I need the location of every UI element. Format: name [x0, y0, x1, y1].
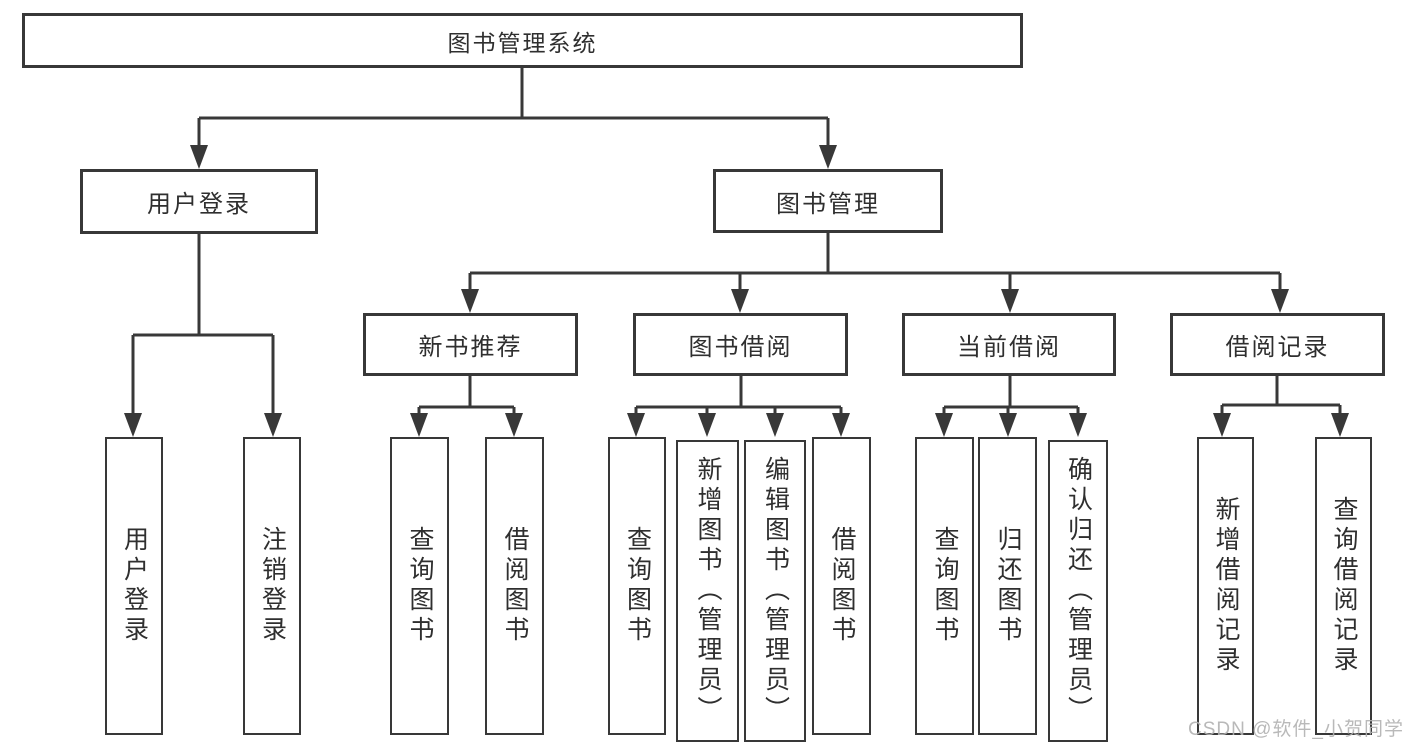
node-leaf-confirm-return-admin: 确认归还（管理员） — [1048, 440, 1108, 742]
node-leaf-add-borrow-record: 新增借阅记录 — [1197, 437, 1254, 735]
node-borrowing-records: 借阅记录 — [1170, 313, 1385, 376]
node-new-book-recommendation: 新书推荐 — [363, 313, 578, 376]
node-current-borrowing: 当前借阅 — [902, 313, 1116, 376]
node-leaf-edit-books-admin: 编辑图书（管理员） — [744, 440, 806, 742]
node-leaf-query-books-recommend: 查询图书 — [390, 437, 449, 735]
node-leaf-query-borrow-record: 查询借阅记录 — [1315, 437, 1372, 735]
node-leaf-query-books-borrowing: 查询图书 — [608, 437, 666, 735]
node-leaf-logout: 注销登录 — [243, 437, 301, 735]
node-library-management-system: 图书管理系统 — [22, 13, 1023, 68]
node-leaf-borrow-books-borrowing: 借阅图书 — [812, 437, 871, 735]
node-leaf-query-books-current: 查询图书 — [915, 437, 974, 735]
node-book-borrowing: 图书借阅 — [633, 313, 848, 376]
node-book-management: 图书管理 — [713, 169, 943, 233]
node-user-login: 用户登录 — [80, 169, 318, 234]
node-leaf-user-login: 用户登录 — [105, 437, 163, 735]
csdn-watermark: CSDN @软件_小贺同学 — [1188, 719, 1404, 740]
node-leaf-borrow-books-recommend: 借阅图书 — [485, 437, 544, 735]
node-leaf-add-books-admin: 新增图书（管理员） — [676, 440, 739, 742]
node-leaf-return-books: 归还图书 — [978, 437, 1037, 735]
arrowheads — [124, 145, 1349, 437]
